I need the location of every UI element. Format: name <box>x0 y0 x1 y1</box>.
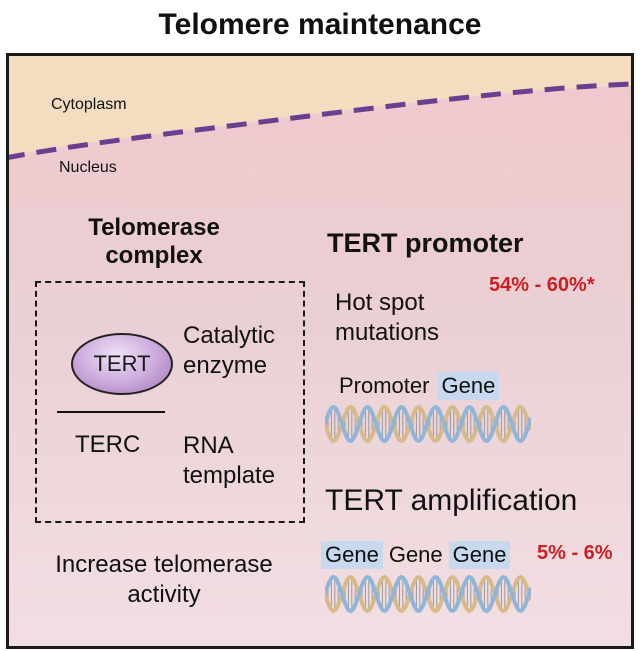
tert-description: Catalytic enzyme <box>183 322 276 379</box>
tert-label: TERT <box>93 351 151 376</box>
dna-strand <box>325 574 531 614</box>
nucleus-label: Nucleus <box>59 159 117 176</box>
promoter-frequency: 54% - 60%* <box>489 274 595 296</box>
amplification-segments: Gene Gene Gene <box>321 541 511 569</box>
cytoplasm-region <box>9 56 631 156</box>
terc-description: RNA template <box>183 432 276 489</box>
tert-amplification-heading: TERT amplification <box>325 484 578 517</box>
promoter-segment: Promoter <box>339 373 430 398</box>
telomerase-complex-box: TERT Catalytic enzyme TERC RNA template <box>35 281 305 523</box>
terc-label: TERC <box>75 431 141 458</box>
gene-segment: Gene <box>321 541 383 569</box>
cell-panel: Cytoplasm Nucleus Telomerase complex TER… <box>6 53 634 649</box>
promoter-segments: Promoter Gene <box>335 372 500 400</box>
tert-promoter-heading: TERT promoter <box>327 228 524 258</box>
dna-strand <box>325 404 531 444</box>
amplification-frequency: 5% - 6% <box>537 542 613 564</box>
gene-segment: Gene <box>448 541 511 569</box>
nuclear-membrane <box>9 81 631 160</box>
complex-divider <box>57 411 165 413</box>
hot-spot-mutations-label: Hot spot mutations <box>335 289 440 346</box>
tert-protein-icon: TERT <box>71 333 173 395</box>
figure-title: Telomere maintenance <box>158 8 482 41</box>
promoter-dna-icon <box>325 404 531 444</box>
cell-background <box>9 56 631 160</box>
effect-label: Increase telomerase activity <box>55 551 273 608</box>
gene-segment: Gene <box>388 542 443 567</box>
telomerase-complex-heading: Telomerase complex <box>88 214 220 269</box>
gene-segment: Gene <box>437 372 500 400</box>
cytoplasm-label: Cytoplasm <box>51 96 127 113</box>
amplified-dna-icon <box>325 574 531 614</box>
